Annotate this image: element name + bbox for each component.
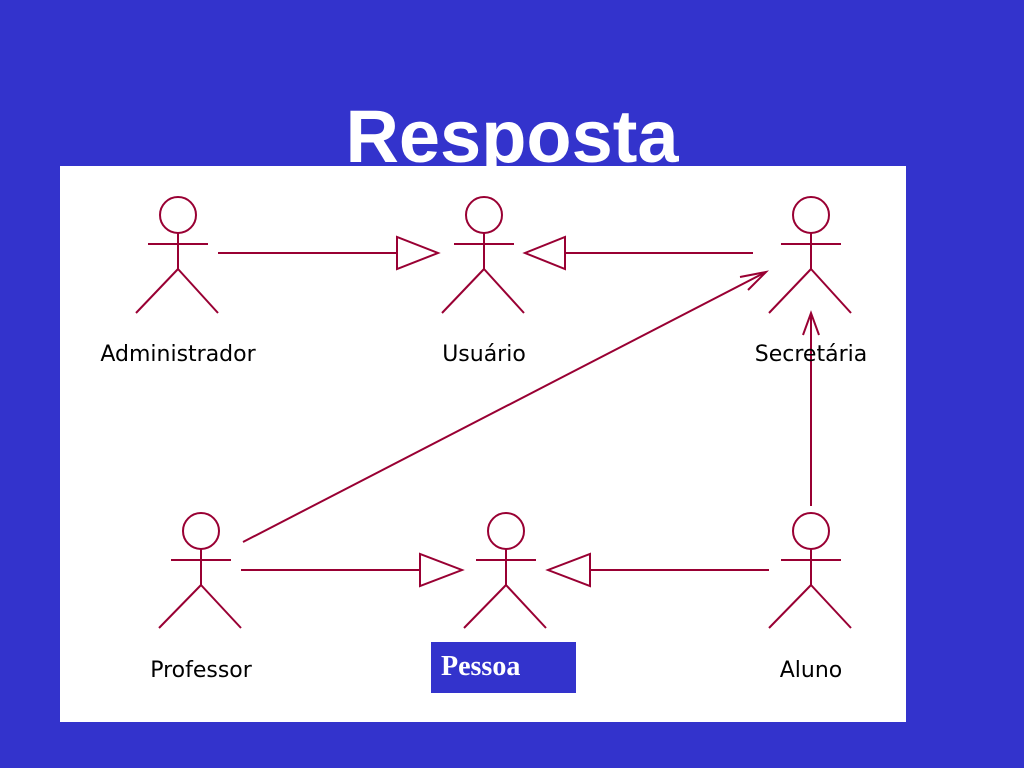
actor-label-pessoa: Pessoa xyxy=(441,651,521,682)
actor-label-administrador: Administrador xyxy=(100,342,256,367)
actor-professor[interactable] xyxy=(158,512,242,629)
actor-label-professor: Professor xyxy=(150,658,253,683)
generalization-administrador-usuario xyxy=(218,235,441,271)
diagram-canvas: Administrador Usuário Secretária Profess… xyxy=(100,196,867,683)
generalization-secretaria-usuario xyxy=(522,235,753,271)
generalization-aluno-pessoa xyxy=(545,552,769,588)
actor-label-secretaria: Secretária xyxy=(755,342,867,367)
actor-pessoa[interactable] xyxy=(463,512,547,629)
generalization-professor-pessoa xyxy=(241,552,465,588)
actor-label-usuario: Usuário xyxy=(442,342,526,367)
actor-label-aluno: Aluno xyxy=(780,658,843,683)
actor-usuario[interactable] xyxy=(441,196,525,314)
actor-administrador[interactable] xyxy=(135,196,219,314)
actor-aluno[interactable] xyxy=(768,512,852,629)
use-case-diagram: Administrador Usuário Secretária Profess… xyxy=(60,166,906,722)
actor-secretaria[interactable] xyxy=(768,196,852,314)
pessoa-label-box: Pessoa xyxy=(431,642,576,693)
association-aluno-secretaria xyxy=(802,310,820,506)
slide-title: Resposta xyxy=(345,95,679,178)
association-professor-secretaria xyxy=(242,270,770,543)
